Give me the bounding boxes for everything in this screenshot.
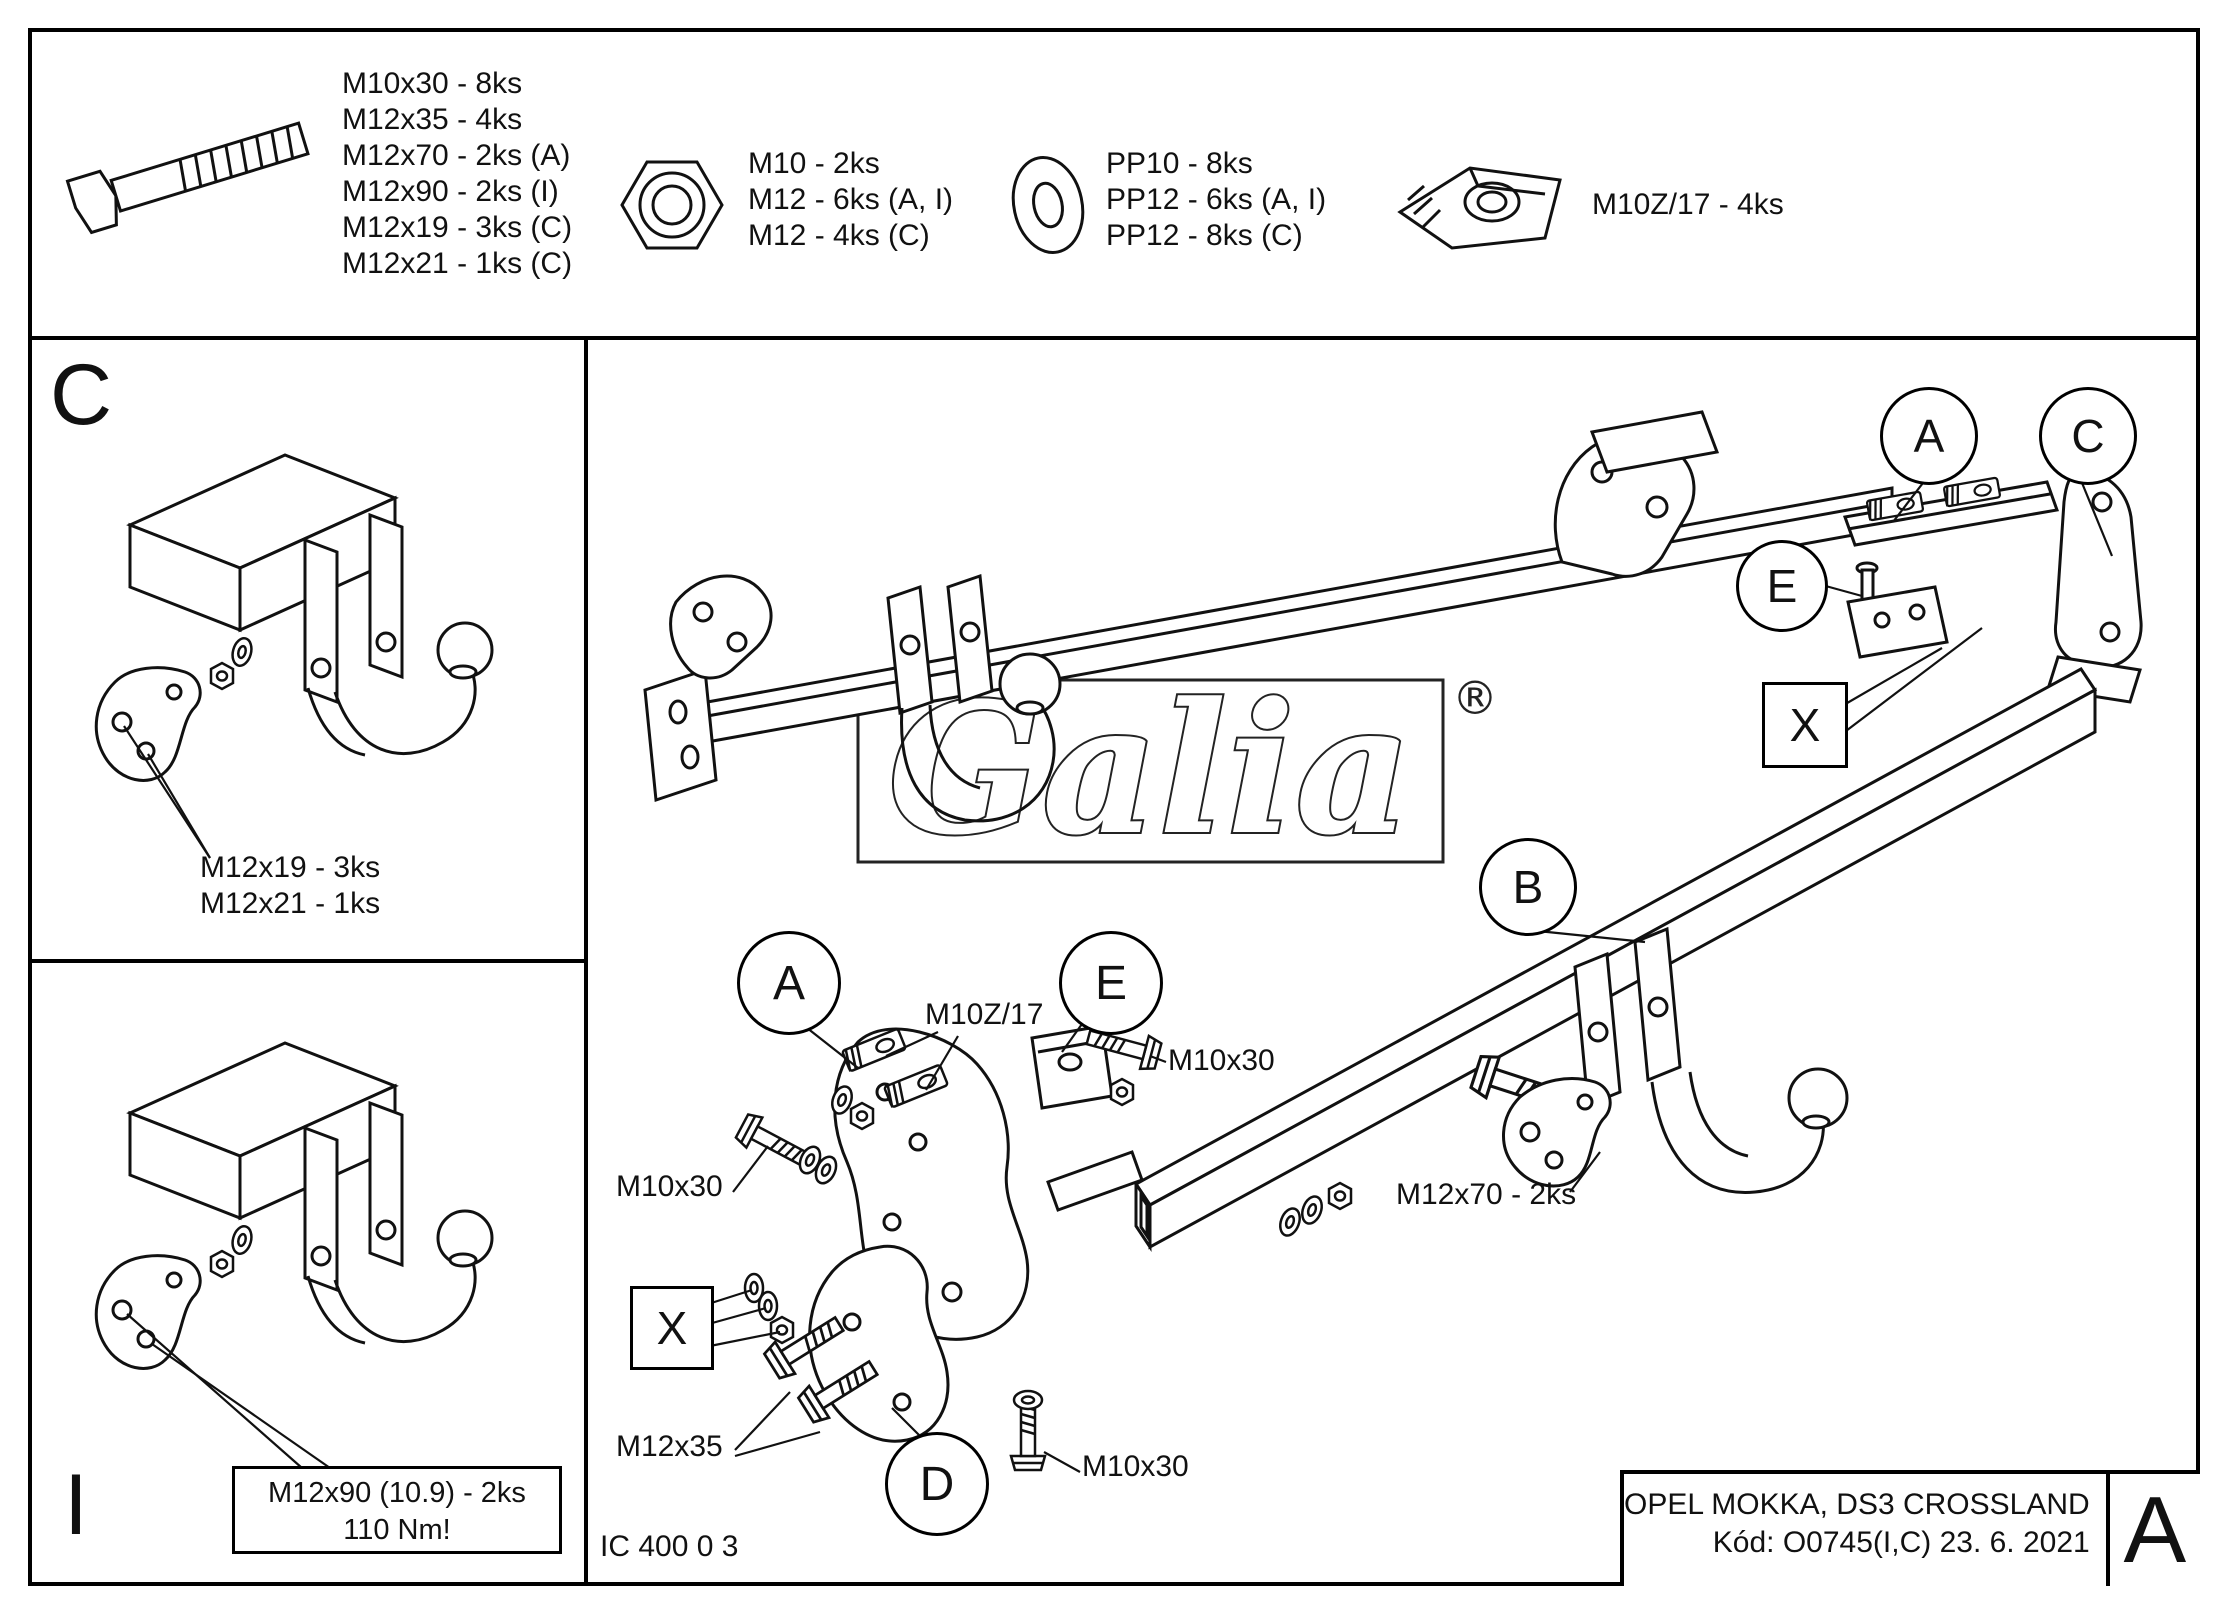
leader-lines <box>123 477 2114 1473</box>
bolt-sizes-list: M10x30 - 8ks M12x35 - 4ks M12x70 - 2ks (… <box>342 66 572 282</box>
crossbar-drawing <box>1133 667 2098 1252</box>
clamp-plate-icon <box>1397 166 1562 250</box>
section-i-letter: I <box>64 1457 88 1553</box>
torque-value: 110 Nm! <box>343 1514 451 1546</box>
callout-e-top: E <box>1736 540 1828 632</box>
part-quantity: M12x35 - 4ks <box>342 103 523 136</box>
part-quantity: M12x21 - 1ks (C) <box>342 247 573 280</box>
torque-bolt-spec: M12x90 (10.9) - 2ks <box>268 1477 526 1509</box>
hex-nut-icon <box>620 160 724 250</box>
part-quantity: M12x19 - 3ks (C) <box>342 211 573 244</box>
hex-bolt-icon <box>65 121 310 235</box>
panel-c-i-divider <box>28 959 588 963</box>
washer-sizes-list: PP10 - 8ks PP12 - 6ks (A, I) PP12 - 8ks … <box>1106 146 1326 254</box>
torque-note-box: M12x90 (10.9) - 2ks 110 Nm! <box>232 1466 562 1554</box>
part-quantity: M12x21 - 1ks <box>200 887 381 920</box>
washer-icon <box>1011 156 1085 254</box>
header-divider <box>28 336 2200 340</box>
callout-x-top: X <box>1762 682 1848 768</box>
part-quantity: PP12 - 8ks (C) <box>1106 219 1303 252</box>
part-quantity: M12 - 6ks (A, I) <box>748 183 954 216</box>
callout-x-mid: X <box>630 1286 714 1370</box>
section-c-letter: C <box>50 347 113 443</box>
clamp-plate-label: M10Z/17 - 4ks <box>1592 188 1784 221</box>
title-block: OPEL MOKKA, DS3 CROSSLAND Kód: O0745(I,C… <box>1620 1470 2200 1586</box>
right-bracket-cluster-drawing <box>1842 470 2143 704</box>
label-m12x70: M12x70 - 2ks <box>1396 1178 1577 1211</box>
part-quantity: M12x70 - 2ks (A) <box>342 139 571 172</box>
callout-b: B <box>1479 838 1577 936</box>
part-quantity: PP12 - 6ks (A, I) <box>1106 183 1327 216</box>
assembled-towbar-drawing <box>643 410 1894 823</box>
section-c-note: M12x19 - 3ks M12x21 - 1ks <box>200 850 380 922</box>
registered-mark: ® <box>1452 671 1498 725</box>
sheet-border <box>28 28 2200 1586</box>
document-code: Kód: O0745(I,C) 23. 6. 2021 <box>1712 1526 2090 1559</box>
callout-a-top: A <box>1880 387 1978 485</box>
callout-d: D <box>885 1432 989 1536</box>
callout-e-mid: E <box>1059 931 1163 1035</box>
label-m12x35: M12x35 <box>616 1430 723 1463</box>
callout-c-top: C <box>2039 387 2137 485</box>
part-quantity: M10x30 - 8ks <box>342 67 523 100</box>
label-m10x30-bottom: M10x30 <box>1082 1450 1189 1483</box>
revision-letter: A <box>2105 1474 2200 1586</box>
part-quantity: PP10 - 8ks <box>1106 147 1253 180</box>
vehicle-model: OPEL MOKKA, DS3 CROSSLAND <box>1624 1488 2090 1521</box>
drawing-code: IC 400 0 3 <box>600 1530 739 1563</box>
part-quantity: M12x90 - 2ks (I) <box>342 175 559 208</box>
exploded-parts-drawing <box>732 1019 1164 1472</box>
part-quantity: M12x19 - 3ks <box>200 851 381 884</box>
part-quantity: M12 - 4ks (C) <box>748 219 930 252</box>
nut-sizes-list: M10 - 2ks M12 - 6ks (A, I) M12 - 4ks (C) <box>748 146 953 254</box>
callout-a-mid: A <box>737 931 841 1035</box>
label-m10x30-left: M10x30 <box>616 1170 723 1203</box>
label-m10x30-top: M10x30 <box>1168 1044 1275 1077</box>
title-block-text: OPEL MOKKA, DS3 CROSSLAND Kód: O0745(I,C… <box>1624 1474 2106 1586</box>
part-quantity: M10 - 2ks <box>748 147 880 180</box>
label-m10z17: M10Z/17 <box>925 998 1044 1031</box>
